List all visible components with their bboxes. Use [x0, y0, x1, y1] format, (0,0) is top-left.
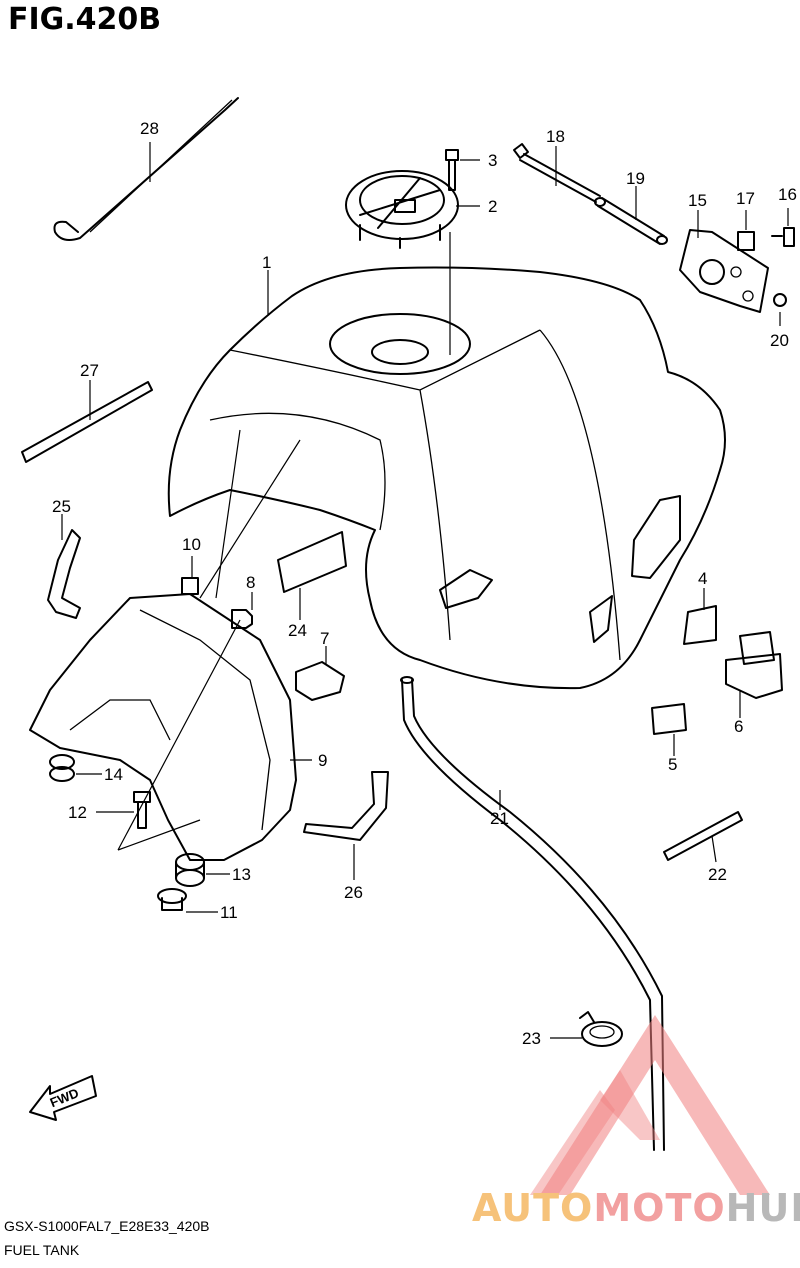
model-code: GSX-S1000FAL7_E28E33_420B — [4, 1218, 210, 1234]
part-4-pad — [683, 605, 717, 645]
callout-8: 8 — [246, 573, 255, 592]
callout-27: 27 — [80, 361, 99, 380]
part-20-nut — [773, 293, 787, 307]
callout-17: 17 — [736, 189, 755, 208]
callout-10: 10 — [182, 535, 201, 554]
part-3-bolt — [445, 149, 459, 191]
callout-18: 18 — [546, 127, 565, 146]
part-1-fuel-tank — [167, 266, 726, 690]
part-5-cushion — [651, 703, 687, 735]
callout-25: 25 — [52, 497, 71, 516]
callout-7: 7 — [320, 629, 329, 648]
callout-28: 28 — [140, 119, 159, 138]
watermark-text-moto: MOTO — [593, 1186, 726, 1230]
fwd-label: FWD — [48, 1085, 81, 1110]
part-21-hose — [400, 676, 665, 1151]
part-10-clip — [181, 577, 199, 595]
part-27-strip — [21, 381, 153, 463]
callout-6: 6 — [734, 717, 743, 736]
part-11-collar — [157, 888, 187, 911]
part-28-rod — [53, 97, 239, 241]
callout-22: 22 — [708, 865, 727, 884]
part-6-damper — [725, 631, 783, 699]
part-15-bracket — [679, 229, 769, 313]
part-25-bracket — [47, 529, 81, 619]
figure-name: FUEL TANK — [4, 1242, 80, 1258]
part-16-bolt — [771, 227, 795, 247]
part-12-bolt — [133, 791, 151, 829]
callout-20: 20 — [770, 331, 789, 350]
callout-19: 19 — [626, 169, 645, 188]
callout-4: 4 — [698, 569, 707, 588]
callout-3: 3 — [488, 151, 497, 170]
callout-26: 26 — [344, 883, 363, 902]
callout-13: 13 — [232, 865, 251, 884]
callout-15: 15 — [688, 191, 707, 210]
callout-12: 12 — [68, 803, 87, 822]
part-26-bracket — [303, 771, 389, 841]
part-22-strap — [663, 811, 743, 861]
part-24-pad — [277, 531, 347, 593]
part-8-bolt — [231, 609, 253, 629]
callout-2: 2 — [488, 197, 497, 216]
callout-24: 24 — [288, 621, 307, 640]
callout-numbers: 1 2 3 4 5 6 7 8 9 10 11 12 13 14 15 16 1… — [52, 119, 797, 1048]
part-14-grommet — [49, 754, 75, 782]
callout-21: 21 — [490, 809, 509, 828]
part-2-fuel-cap — [345, 170, 459, 249]
callout-23: 23 — [522, 1029, 541, 1048]
watermark-text-hub: HUB — [725, 1186, 800, 1230]
watermark-text-auto: AUTO — [472, 1186, 594, 1230]
part-7-pad — [295, 661, 345, 701]
callout-9: 9 — [318, 751, 327, 770]
callout-1: 1 — [262, 253, 271, 272]
callout-16: 16 — [778, 185, 797, 204]
callout-14: 14 — [104, 765, 123, 784]
watermark-text: AUTOMOTOHUB — [472, 1186, 800, 1230]
watermark-logo — [530, 1015, 770, 1195]
part-23-clamp — [579, 1011, 623, 1047]
part-17-nut — [737, 231, 755, 251]
part-19-spacer — [594, 197, 668, 245]
part-18-long-bolt — [513, 143, 601, 203]
leader-lines — [61, 142, 789, 1039]
part-13-rubber — [175, 853, 205, 887]
figure-title: FIG.420B — [8, 2, 162, 37]
callout-5: 5 — [668, 755, 677, 774]
callout-11: 11 — [220, 903, 238, 922]
part-9-inner-cover — [29, 593, 297, 861]
fwd-arrow: FWD — [29, 1075, 97, 1121]
